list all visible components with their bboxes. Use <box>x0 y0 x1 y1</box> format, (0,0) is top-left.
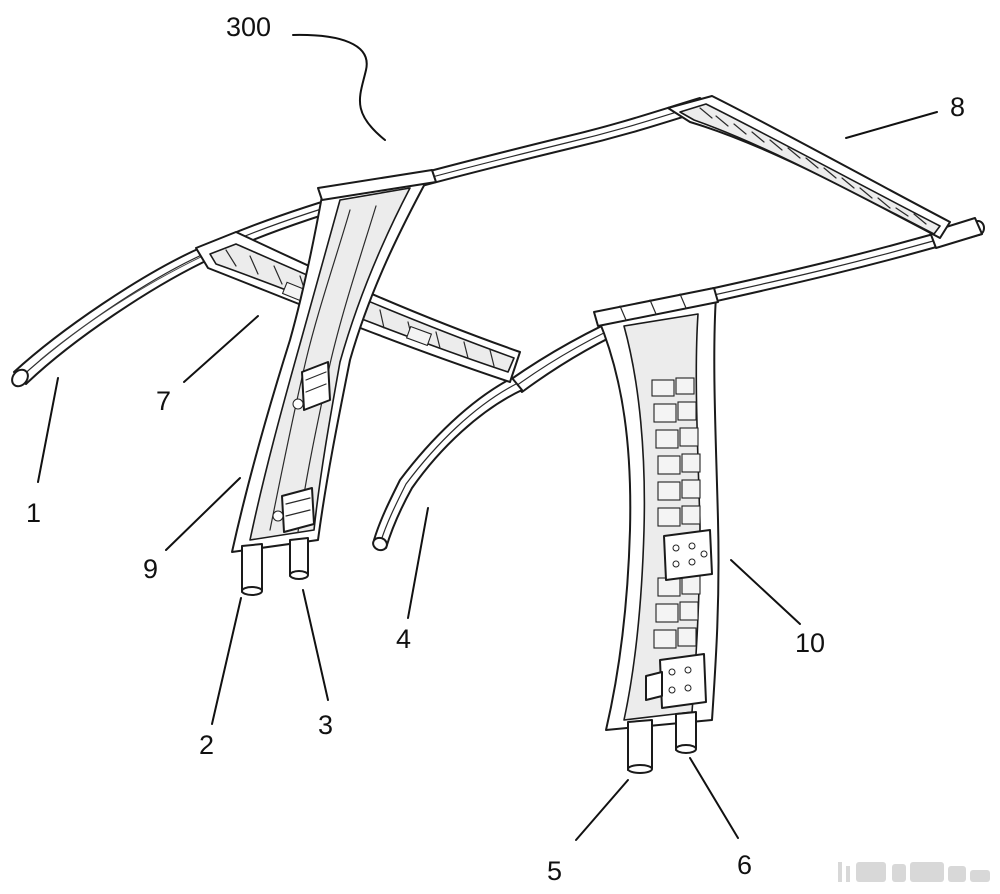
right-pillar-lower-plate <box>645 653 707 709</box>
leader-lines <box>37 33 938 841</box>
watermark-mark <box>838 862 990 882</box>
right-pillar-stiffener-cells <box>651 377 701 649</box>
right-pillar-tube-5 <box>627 719 653 774</box>
numeral-300: 300 <box>226 12 271 42</box>
left-pillar-lower-bracket <box>272 487 315 533</box>
numeral-1: 1 <box>26 498 41 528</box>
leader-10 <box>730 559 801 625</box>
leader-7 <box>183 315 259 383</box>
leader-6 <box>689 757 739 839</box>
front-pillar-curved-tube <box>372 377 523 552</box>
rear-roof-cross-member <box>667 95 951 239</box>
leader-2 <box>211 597 242 725</box>
numeral-4: 4 <box>396 624 411 654</box>
reference-numerals: 300 8 7 1 9 4 10 2 3 5 6 <box>26 12 965 886</box>
roof-side-rail-right <box>509 217 985 393</box>
leader-300 <box>292 33 386 141</box>
numeral-5: 5 <box>547 856 562 886</box>
numeral-10: 10 <box>795 628 825 658</box>
leader-5 <box>575 779 629 841</box>
rear-cross-member-ribs <box>699 107 927 225</box>
leader-8 <box>845 111 938 139</box>
numeral-9: 9 <box>143 554 158 584</box>
right-b-pillar <box>593 287 720 731</box>
numeral-6: 6 <box>737 850 752 880</box>
numeral-2: 2 <box>199 730 214 760</box>
leader-9 <box>165 477 241 551</box>
leader-1 <box>37 377 59 483</box>
left-pillar-tube-2 <box>241 543 263 596</box>
leader-4 <box>407 507 429 619</box>
left-pillar-upper-bracket <box>292 361 331 411</box>
left-pillar-tube-3 <box>289 537 309 580</box>
numeral-3: 3 <box>318 710 333 740</box>
right-pillar-mid-plate <box>663 529 713 581</box>
numeral-7: 7 <box>156 386 171 416</box>
leader-3 <box>302 589 329 701</box>
left-b-pillar <box>231 169 437 553</box>
numeral-8: 8 <box>950 92 965 122</box>
right-pillar-tube-6 <box>675 711 697 754</box>
